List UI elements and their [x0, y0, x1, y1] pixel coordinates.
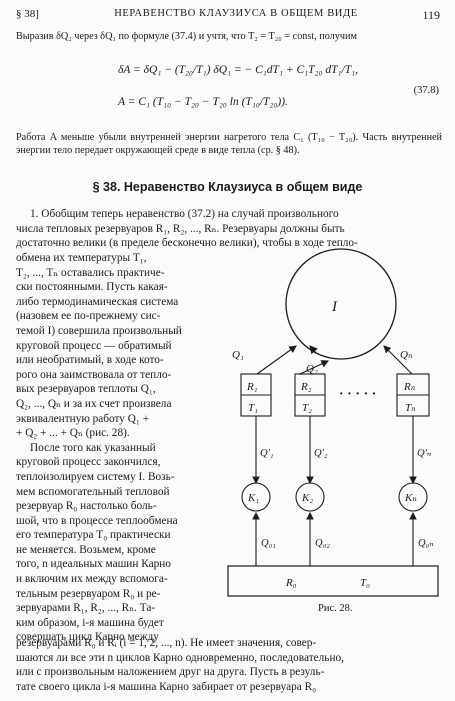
text-line: зервуарами R₁, R₂, ..., Rₙ. Та- — [16, 602, 156, 615]
text-line: эквивалентную работу Q₁ + — [16, 412, 150, 425]
header-section: § 38] — [16, 8, 39, 20]
text-line: После того как указанный — [30, 441, 156, 454]
text-line: мем вспомогательный тепловой — [16, 485, 170, 498]
figure-28: I Q₁ Q₂ Qₙ R₁ T₁ R₂ T₂ · · · · · Rₙ Tₙ Q… — [227, 248, 439, 597]
k1-label: K₁ — [247, 492, 259, 504]
intro-line: Выразив δQ₂ через δQ₁ по формуле (37.4) … — [16, 31, 357, 42]
running-header: § 38] НЕРАВЕНСТВО КЛАУЗИУСА В ОБЩЕМ ВИДЕ… — [16, 8, 440, 22]
q02-label: Q₀₂ — [315, 538, 330, 549]
text-line: и включим их между вспомога- — [16, 573, 168, 586]
text-line: числа тепловых резервуаров R₁, R₂, ..., … — [16, 222, 345, 235]
text-line: резервуар R₀ настолько боль- — [16, 500, 157, 513]
text-line: достаточно велики (в пределе бесконечно … — [16, 237, 358, 250]
para2-full: резервуарами R₀ и Rᵢ (i = 1, 2, ..., n).… — [16, 636, 442, 694]
tn-label: Tₙ — [405, 402, 416, 414]
text-line: (назовем ее по-прежнему сис- — [16, 310, 161, 323]
text-line: 1. Обобщим теперь неравенство (37.2) на … — [30, 208, 339, 220]
qnp-label: Q′ₙ — [417, 448, 431, 459]
text-line: Q₂, ..., Qₙ и за их счет произвела — [16, 397, 172, 410]
text-line: или с произвольным наложением друг на др… — [16, 666, 325, 679]
text-line: его температура T₀ практически — [16, 529, 171, 542]
text-line: рого она заимствовала от тепло- — [16, 368, 172, 381]
text-line: резервуарами R₀ и Rᵢ (i = 1, 2, ..., n).… — [16, 637, 317, 649]
q1-label: Q₁ — [232, 349, 244, 361]
text-line: не меняется. Возьмем, кроме — [16, 543, 156, 556]
reservoir-r0 — [227, 565, 439, 597]
q01-label: Q₀₁ — [261, 538, 276, 549]
equation-2: A = C₁ (T₁₀ − T₂₀ − T₂₀ ln (T₁₀/T₂₀)). — [118, 96, 288, 108]
k2-label: K₂ — [301, 492, 313, 504]
system-label: I — [331, 299, 338, 315]
text-line: того, n идеальных машин Карно — [16, 558, 171, 571]
text-line: темой I) совершила произвольный — [16, 324, 182, 337]
q2-label: Q₂ — [306, 363, 318, 375]
section-title: § 38. Неравенство Клаузиуса в общем виде — [92, 180, 363, 194]
q1-arrow — [256, 345, 297, 375]
text-line: круговой процесс — обратимый — [16, 339, 172, 352]
para1-narrow: обмена их температуры T₁, T₂, ..., Tₙ ос… — [16, 251, 228, 645]
text-line: ким образом, i-я машина будет — [16, 616, 164, 629]
carno-k1 — [241, 482, 271, 512]
text-line: тельным резервуаром R₀ и ре- — [16, 587, 161, 600]
cycle-arrow — [309, 345, 318, 355]
reservoir-dots: · · · · · — [339, 387, 376, 402]
rn-label: Rₙ — [403, 381, 415, 393]
t2-label: T₂ — [302, 402, 312, 414]
r0-label: R₀ — [285, 577, 297, 589]
page-number: 119 — [422, 8, 440, 22]
text-line: тате своего цикла i-я машина Карно забир… — [16, 680, 317, 693]
text-line: теплоизолируем систему I. Возь- — [16, 470, 175, 483]
text-line: T₂, ..., Tₙ оставались практиче- — [16, 266, 165, 279]
q1p-label: Q′₁ — [260, 448, 274, 459]
r2-label: R₂ — [300, 381, 312, 393]
text-line: шой, что в процессе теплообмена — [16, 514, 178, 527]
system-circle — [285, 248, 397, 360]
t0-label: T₀ — [360, 577, 370, 589]
equation-number: (37.8) — [413, 85, 439, 96]
carno-kn — [398, 482, 428, 512]
r1-label: R₁ — [246, 381, 258, 393]
text-line: ски постоянными. Пусть какая- — [16, 281, 168, 294]
text-line: круговой процесс закончился, — [16, 456, 161, 469]
equation-1: δA = δQ₁ − (T₂₀/T₁) δQ₁ = − C₁dT₁ + C₁T₂… — [118, 64, 359, 76]
carno-k2 — [295, 482, 325, 512]
text-line: или необратимый, в ходе кото- — [16, 354, 164, 367]
kn-label: Kₙ — [404, 492, 417, 504]
q2p-label: Q′₂ — [314, 448, 328, 459]
q0n-label: Q₀ₙ — [418, 538, 434, 549]
text-line: вых резервуаров теплоты Q₁, — [16, 383, 156, 396]
intro-note: Работа A меньше убыли внутренней энергии… — [16, 132, 442, 156]
q2-arrow — [299, 360, 329, 375]
text-line: обмена их температуры T₁, — [16, 252, 147, 264]
para1-full: 1. Обобщим теперь неравенство (37.2) на … — [16, 207, 442, 251]
t1-label: T₁ — [248, 402, 258, 414]
qn-arrow — [383, 345, 413, 375]
text-line: + Q₂ + ... + Qₙ (рис. 28). — [16, 427, 130, 440]
qn-label: Qₙ — [400, 349, 412, 361]
header-title: НЕРАВЕНСТВО КЛАУЗИУСА В ОБЩЕМ ВИДЕ — [114, 8, 358, 19]
text-line: совершать цикл Карно между — [16, 631, 159, 644]
figure-caption: Рис. 28. — [318, 603, 353, 614]
text-line: либо термодинамическая система — [16, 295, 179, 308]
text-line: шаются ли все эти n циклов Карно одновре… — [16, 651, 344, 664]
